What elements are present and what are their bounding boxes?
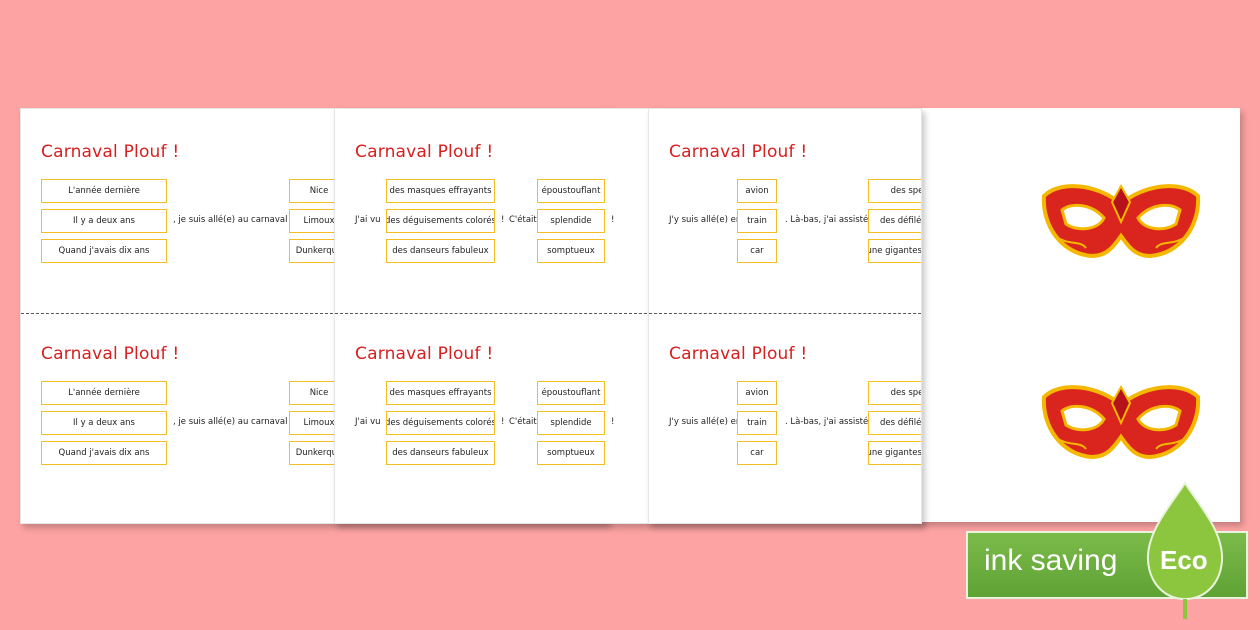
option-box: des défilés de chars fleuris	[868, 209, 921, 233]
sentence-text: !	[611, 417, 615, 427]
worksheet-title: Carnaval Plouf !	[355, 142, 494, 162]
sentence-text: . Là-bas, j'ai assisté à	[785, 215, 877, 225]
option-box: une gigantesque bataille de fleur	[868, 441, 921, 465]
sentence-text: C'était	[509, 215, 537, 225]
sentence-text: J'y suis allé(e) en	[669, 215, 742, 225]
option-box: des spectacles de rue	[868, 381, 921, 405]
worksheet-title: Carnaval Plouf !	[355, 344, 494, 364]
sentence-text: C'était	[509, 417, 537, 427]
sentence-text: J'ai vu	[355, 215, 381, 225]
option-box: avion	[737, 381, 777, 405]
option-box: une gigantesque bataille de fleur	[868, 239, 921, 263]
option-box: Dunkerque	[289, 441, 349, 465]
cut-line	[21, 313, 607, 314]
sentence-text: , je suis allé(e) au carnaval de	[173, 417, 301, 427]
worksheet-half: Carnaval Plouf ! J'y suis allé(e) en avi…	[649, 109, 921, 309]
sentence-text: !	[611, 215, 615, 225]
worksheet-title: Carnaval Plouf !	[669, 344, 808, 364]
option-box: L'année dernière	[41, 179, 167, 203]
worksheet-page-3: Carnaval Plouf ! J'y suis allé(e) en avi…	[648, 108, 922, 524]
option-box: des défilés de chars fleuris	[868, 411, 921, 435]
option-box: car	[737, 441, 777, 465]
option-box: des déguisements colorés	[386, 209, 495, 233]
option-box: Il y a deux ans	[41, 411, 167, 435]
option-box: train	[737, 411, 777, 435]
option-box: car	[737, 239, 777, 263]
option-box: L'année dernière	[41, 381, 167, 405]
worksheet-half: Carnaval Plouf ! J'y suis allé(e) en avi…	[649, 311, 921, 511]
carnival-mask-icon	[1041, 183, 1201, 259]
worksheet-half: Carnaval Plouf ! J'ai vu des masques eff…	[335, 109, 921, 309]
carnival-mask-icon	[1041, 384, 1201, 460]
option-box: époustouflant	[537, 381, 605, 405]
sentence-text: !	[501, 215, 505, 225]
eco-label: Eco	[1160, 545, 1208, 575]
option-box: avion	[737, 179, 777, 203]
option-box: splendide	[537, 411, 605, 435]
sentence-text: . Là-bas, j'ai assisté à	[785, 417, 877, 427]
option-box: des danseurs fabuleux	[386, 239, 495, 263]
option-box: des spectacles de rue	[868, 179, 921, 203]
option-box: Quand j'avais dix ans	[41, 239, 167, 263]
sentence-text: !	[501, 417, 505, 427]
worksheet-title: Carnaval Plouf !	[41, 344, 180, 364]
cut-line	[649, 313, 921, 314]
option-box: splendide	[537, 209, 605, 233]
option-box: train	[737, 209, 777, 233]
option-box: Il y a deux ans	[41, 209, 167, 233]
worksheet-half: Carnaval Plouf ! J'ai vu des masques eff…	[335, 311, 921, 511]
worksheet-title: Carnaval Plouf !	[669, 142, 808, 162]
option-box: somptueux	[537, 441, 605, 465]
cut-line	[335, 313, 921, 314]
option-box: des masques effrayants	[386, 381, 495, 405]
option-box: des masques effrayants	[386, 179, 495, 203]
worksheet-half: Carnaval Plouf ! L'année dernière Il y a…	[21, 311, 607, 511]
sentence-text: J'y suis allé(e) en	[669, 417, 742, 427]
sentence-text: J'ai vu	[355, 417, 381, 427]
worksheet-title: Carnaval Plouf !	[41, 142, 180, 162]
option-box: des déguisements colorés	[386, 411, 495, 435]
option-box: des danseurs fabuleux	[386, 441, 495, 465]
option-box: Quand j'avais dix ans	[41, 441, 167, 465]
option-box: époustouflant	[537, 179, 605, 203]
option-box: somptueux	[537, 239, 605, 263]
sentence-text: , je suis allé(e) au carnaval de	[173, 215, 301, 225]
eco-leaf-icon	[1146, 481, 1224, 619]
ink-saving-label: ink saving	[984, 544, 1118, 577]
